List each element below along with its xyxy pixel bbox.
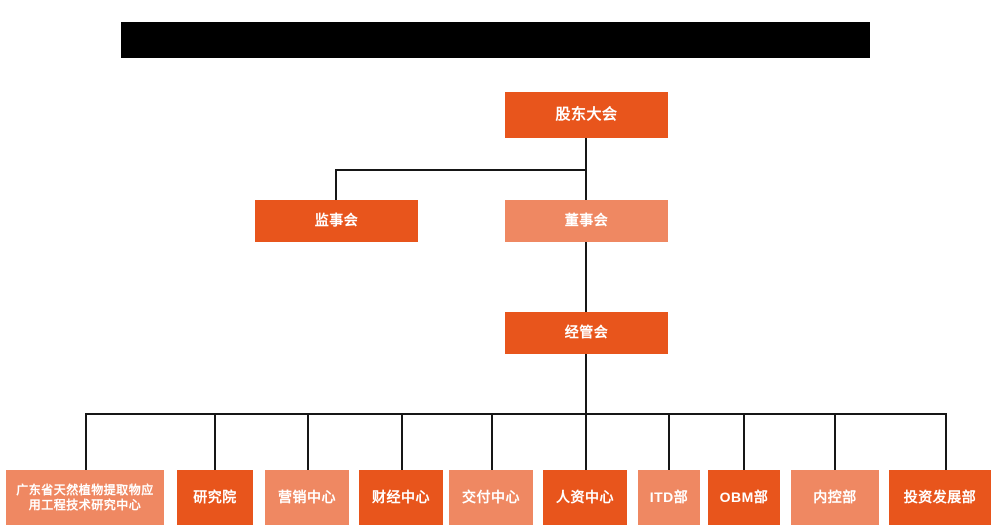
connector-management-down <box>585 354 587 414</box>
node-hr-center[interactable]: 人资中心 <box>543 470 627 525</box>
connector-drop-institute <box>214 413 216 470</box>
node-board-of-directors[interactable]: 董事会 <box>505 200 668 242</box>
connector-shareholders-down <box>585 138 587 170</box>
node-label-board-of-supervisors: 监事会 <box>314 212 359 229</box>
connector-level1-branch-bar <box>335 169 586 171</box>
node-management-committee[interactable]: 经管会 <box>505 312 668 354</box>
node-label-board-of-directors: 董事会 <box>564 212 609 229</box>
connector-level4-distribution-bar <box>85 413 946 415</box>
node-label-finance-center: 财经中心 <box>372 488 430 505</box>
node-itd-dept[interactable]: ITD部 <box>638 470 700 525</box>
node-label-internal-control-dept: 内控部 <box>813 488 857 505</box>
connector-drop-research-center <box>85 413 87 470</box>
connector-drop-itd-dept <box>668 413 670 470</box>
node-label-investment-dev-dept: 投资发展部 <box>903 488 977 505</box>
node-shareholders-meeting[interactable]: 股东大会 <box>505 92 668 138</box>
node-label-marketing-center: 营销中心 <box>278 488 336 505</box>
node-label-delivery-center: 交付中心 <box>462 488 520 505</box>
node-obm-dept[interactable]: OBM部 <box>708 470 780 525</box>
node-label-research-center-line1: 广东省天然植物提取物应 <box>16 482 154 497</box>
node-institute[interactable]: 研究院 <box>177 470 253 525</box>
connector-down-to-supervisors <box>335 169 337 200</box>
node-label-hr-center: 人资中心 <box>556 488 614 505</box>
node-internal-control-dept[interactable]: 内控部 <box>791 470 879 525</box>
connector-down-to-directors <box>585 169 587 200</box>
connector-drop-investment-dev-dept <box>945 413 947 470</box>
connector-drop-finance-center <box>401 413 403 470</box>
connector-drop-obm-dept <box>743 413 745 470</box>
node-investment-dev-dept[interactable]: 投资发展部 <box>889 470 991 525</box>
node-marketing-center[interactable]: 营销中心 <box>265 470 349 525</box>
node-label-research-center-line2: 用工程技术研究中心 <box>28 497 142 512</box>
node-label-obm-dept: OBM部 <box>719 488 769 505</box>
node-delivery-center[interactable]: 交付中心 <box>449 470 533 525</box>
node-board-of-supervisors[interactable]: 监事会 <box>255 200 418 242</box>
connector-directors-to-management <box>585 242 587 312</box>
connector-drop-internal-control-dept <box>834 413 836 470</box>
redacted-title-bar <box>121 22 870 58</box>
connector-drop-hr-center <box>585 413 587 470</box>
connector-drop-delivery-center <box>491 413 493 470</box>
node-finance-center[interactable]: 财经中心 <box>359 470 443 525</box>
node-research-center[interactable]: 广东省天然植物提取物应 用工程技术研究中心 <box>6 470 164 525</box>
connector-drop-marketing-center <box>307 413 309 470</box>
node-label-shareholders-meeting: 股东大会 <box>555 105 618 123</box>
node-label-institute: 研究院 <box>193 488 237 505</box>
node-label-management-committee: 经管会 <box>564 324 609 341</box>
node-label-itd-dept: ITD部 <box>649 488 689 505</box>
